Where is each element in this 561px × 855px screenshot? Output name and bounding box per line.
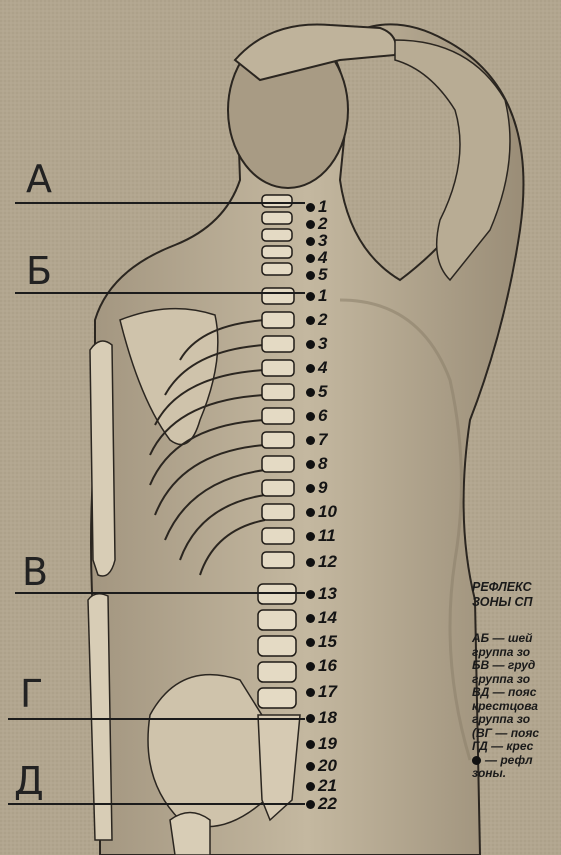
reflex-point-marker: [306, 220, 315, 229]
vertebra-number-t1: 1: [318, 287, 327, 304]
reflex-point-marker: [306, 688, 315, 697]
vertebra-number-18: 18: [318, 709, 337, 726]
reflex-point-marker: [306, 740, 315, 749]
zone-letter-v: В: [22, 553, 48, 591]
legend-item: (ВГ — пояс: [472, 727, 561, 741]
legend-item: группа зо: [472, 646, 561, 660]
vertebra-number-22: 22: [318, 795, 337, 812]
vertebra-number-21: 21: [318, 777, 337, 794]
legend-item: группа зо: [472, 673, 561, 687]
zone-line-v: [15, 592, 305, 594]
zone-line-b: [15, 292, 305, 294]
vertebra-number-17: 17: [318, 683, 337, 700]
reflex-point-marker: [306, 800, 315, 809]
vertebra-number-16: 16: [318, 657, 337, 674]
reflex-point-marker: [306, 237, 315, 246]
vertebra-number-t5: 5: [318, 383, 327, 400]
zone-line-a: [15, 202, 305, 204]
vertebra-number-c1: 1: [318, 198, 327, 215]
zone-letter-b: Б: [26, 252, 52, 290]
reflex-point-marker: [306, 662, 315, 671]
reflex-point-marker: [306, 484, 315, 493]
vertebra-number-t10: 10: [318, 503, 337, 520]
vertebra-number-c2: 2: [318, 215, 327, 232]
reflex-point-marker: [306, 714, 315, 723]
reflex-point-icon: [472, 756, 481, 765]
legend-item: зоны.: [472, 767, 561, 781]
reflex-point-marker: [306, 614, 315, 623]
vertebra-number-t8: 8: [318, 455, 327, 472]
zone-letter-d: Д: [14, 762, 44, 800]
vertebra-number-15: 15: [318, 633, 337, 650]
reflex-point-marker: [306, 412, 315, 421]
reflex-point-marker: [306, 203, 315, 212]
humerus: [90, 341, 115, 576]
reflex-point-marker: [306, 590, 315, 599]
vertebra-number-20: 20: [318, 757, 337, 774]
zone-letter-g: Г: [20, 675, 43, 713]
vertebra-number-t11: 11: [318, 527, 336, 544]
reflex-point-marker: [306, 460, 315, 469]
reflex-point-marker: [306, 762, 315, 771]
vertebra-number-t2: 2: [318, 311, 327, 328]
vertebra-number-c3: 3: [318, 232, 327, 249]
vertebra-number-c5: 5: [318, 266, 327, 283]
reflex-point-marker: [306, 340, 315, 349]
legend-item: ВД — пояс: [472, 686, 561, 700]
vertebra-number-13: 13: [318, 585, 337, 602]
legend-item: крестцова: [472, 700, 561, 714]
zone-letter-a: А: [26, 160, 52, 198]
legend-item-dot-label: — рефл: [485, 753, 533, 767]
legend-item: ГД — крес: [472, 740, 561, 754]
legend: РЕФЛЕКС ЗОНЫ СП АБ — шей группа зо БВ — …: [472, 580, 561, 781]
reflex-point-marker: [306, 638, 315, 647]
vertebra-number-c4: 4: [318, 249, 327, 266]
reflex-point-marker: [306, 782, 315, 791]
reflex-point-marker: [306, 254, 315, 263]
reflex-point-marker: [306, 532, 315, 541]
legend-item: БВ — груд: [472, 659, 561, 673]
reflex-point-marker: [306, 436, 315, 445]
legend-item-dot: — рефл: [472, 754, 561, 768]
vertebra-number-t6: 6: [318, 407, 327, 424]
reflex-point-marker: [306, 508, 315, 517]
vertebra-number-t12: 12: [318, 553, 337, 570]
reflex-point-marker: [306, 388, 315, 397]
reflex-point-marker: [306, 271, 315, 280]
vertebra-number-14: 14: [318, 609, 337, 626]
legend-title-line: ЗОНЫ СП: [472, 595, 561, 610]
legend-item: АБ — шей: [472, 632, 561, 646]
zone-line-g: [8, 718, 305, 720]
legend-title-line: РЕФЛЕКС: [472, 580, 561, 595]
reflex-point-marker: [306, 316, 315, 325]
vertebra-number-19: 19: [318, 735, 337, 752]
legend-item: группа зо: [472, 713, 561, 727]
reflex-point-marker: [306, 558, 315, 567]
vertebra-number-t3: 3: [318, 335, 327, 352]
reflex-point-marker: [306, 292, 315, 301]
zone-line-d: [8, 803, 305, 805]
reflex-point-marker: [306, 364, 315, 373]
vertebra-number-t9: 9: [318, 479, 327, 496]
vertebra-number-t7: 7: [318, 431, 327, 448]
vertebra-number-t4: 4: [318, 359, 327, 376]
